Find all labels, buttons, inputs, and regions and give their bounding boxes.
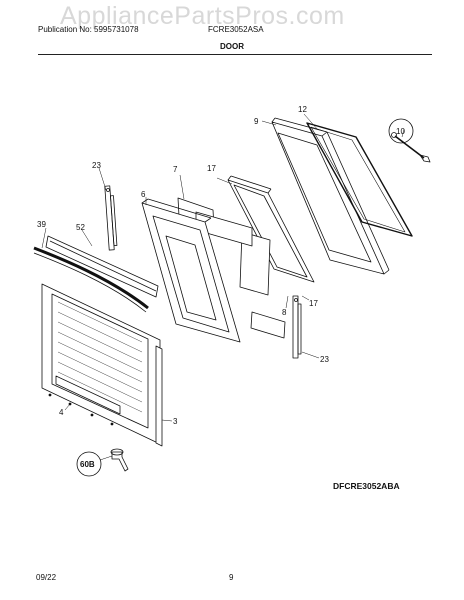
page-number: 9: [229, 573, 234, 582]
section-title: DOOR: [220, 42, 244, 51]
door-gasket: [306, 122, 413, 237]
model-number: FCRE3052ASA: [208, 25, 264, 34]
callout-7: 7: [173, 165, 178, 174]
callout-3: 3: [173, 417, 178, 426]
door-hinge-right: [292, 295, 302, 359]
header-rule: [38, 54, 432, 55]
exploded-door-diagram: 12 9 10 17 7 23 6 39 52 8 17 23 4 3 60B: [33, 105, 431, 477]
publication-number: Publication No: 5995731078: [38, 25, 139, 34]
outer-door-panel: [41, 283, 161, 445]
callout-6: 6: [141, 190, 146, 199]
callout-52: 52: [76, 223, 85, 232]
callout-23-lower: 23: [320, 355, 329, 364]
screw-60b: [110, 448, 129, 472]
callout-10: 10: [396, 127, 405, 136]
callout-17-upper: 17: [207, 164, 216, 173]
callout-39: 39: [37, 220, 46, 229]
footer-date: 09/22: [36, 573, 57, 582]
callout-23-upper: 23: [92, 161, 101, 170]
watermark: AppliancePartsPros.com: [60, 2, 345, 30]
callout-4: 4: [59, 408, 64, 417]
door-stop-pin: [391, 132, 431, 163]
callout-8: 8: [282, 308, 287, 317]
door-handle: [33, 246, 149, 313]
side-trim: [155, 345, 163, 447]
diagram-code: DFCRE3052ABA: [333, 481, 400, 491]
callout-circle-10: [388, 118, 414, 144]
inner-door-liner: [271, 117, 390, 275]
door-hinge-left: [104, 185, 118, 251]
inner-door-panel: [141, 198, 241, 343]
door-insulation: [171, 197, 286, 339]
callout-12: 12: [298, 105, 307, 114]
callout-60b: 60B: [80, 460, 95, 469]
top-trim-channel: [45, 235, 159, 298]
callout-circle-60b: [76, 451, 102, 477]
leader-lines: [41, 113, 405, 461]
callout-17-lower: 17: [309, 299, 318, 308]
callout-9: 9: [254, 117, 259, 126]
